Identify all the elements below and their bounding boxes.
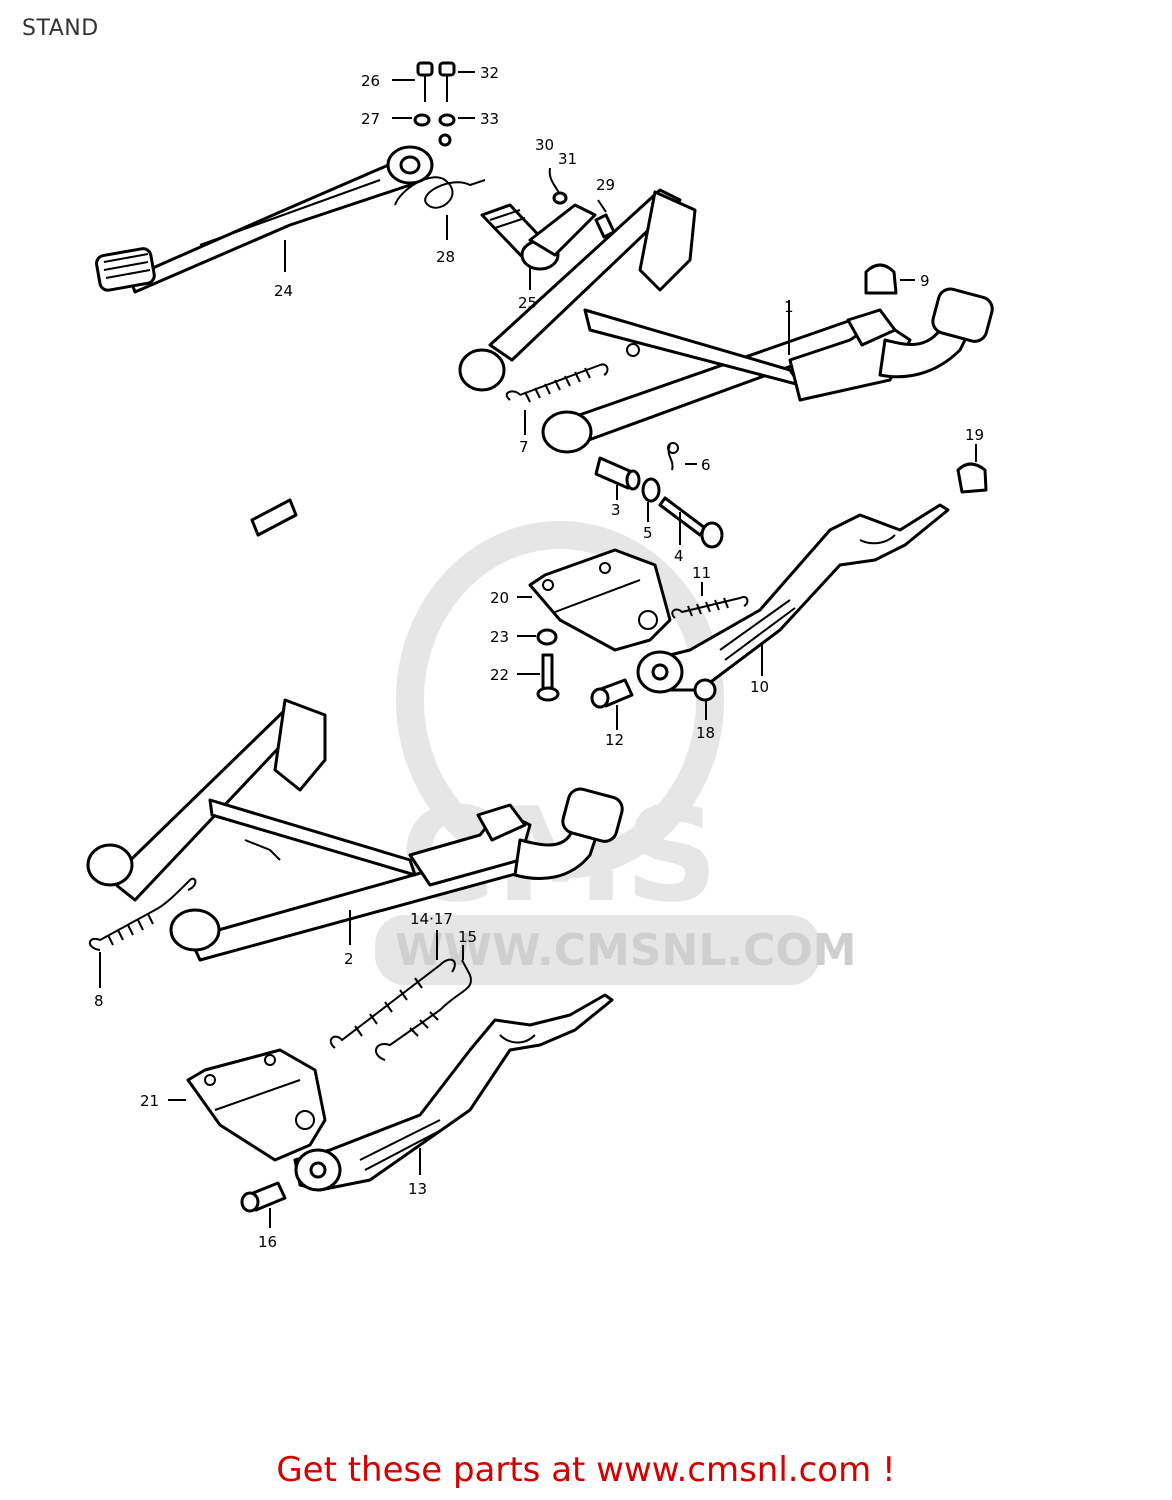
callout-4: 4 xyxy=(674,547,684,565)
callout-3: 3 xyxy=(611,501,621,519)
stand-spring-8 xyxy=(88,877,197,951)
callout-1: 1 xyxy=(784,298,794,316)
callout-13: 13 xyxy=(408,1180,427,1198)
side-stand-10 xyxy=(636,503,950,694)
callout-5: 5 xyxy=(643,524,653,542)
callout-labels: 26 32 27 33 30 31 29 28 24 25 9 1 7 6 19… xyxy=(94,64,984,1251)
callout-15: 15 xyxy=(458,928,477,946)
parts-diagram: CMS WWW.CMSNL.COM xyxy=(86,61,994,1251)
callout-21: 21 xyxy=(140,1092,159,1110)
cap-9 xyxy=(864,263,898,295)
fasteners-22-23-12-18 xyxy=(536,628,717,709)
springs-14-17-15 xyxy=(329,958,472,1061)
leader-lines xyxy=(99,71,977,1228)
watermark-url: WWW.CMSNL.COM xyxy=(395,925,857,976)
callout-14-17: 14·17 xyxy=(410,910,453,928)
callout-2: 2 xyxy=(344,950,354,968)
callout-11: 11 xyxy=(692,564,711,582)
callout-23: 23 xyxy=(490,628,509,646)
pivot-shaft-25 xyxy=(480,167,616,271)
main-stand-1 xyxy=(458,188,994,454)
callout-12: 12 xyxy=(605,731,624,749)
callout-33: 33 xyxy=(480,110,499,128)
callout-31: 31 xyxy=(558,150,577,168)
footer-cta-link[interactable]: Get these parts at www.cmsnl.com ! xyxy=(276,1450,896,1490)
callout-22: 22 xyxy=(490,666,509,684)
main-stand-2 xyxy=(86,698,624,962)
front-arrow-icon xyxy=(250,498,298,537)
bolts-26-32 xyxy=(413,61,456,147)
watermark: CMS WWW.CMSNL.COM xyxy=(375,521,857,985)
callout-9: 9 xyxy=(920,272,930,290)
brake-pedal-24 xyxy=(95,145,434,294)
watermark-url-band xyxy=(375,915,820,985)
callout-28: 28 xyxy=(436,248,455,266)
bracket-21 xyxy=(186,1048,327,1162)
bolt-16 xyxy=(240,1181,287,1213)
callout-29: 29 xyxy=(596,176,615,194)
side-stand-13 xyxy=(293,993,614,1192)
callout-32: 32 xyxy=(480,64,499,82)
callout-6: 6 xyxy=(701,456,711,474)
page-title: STAND xyxy=(22,16,99,41)
callout-8: 8 xyxy=(94,992,104,1010)
callout-18: 18 xyxy=(696,724,715,742)
callout-10: 10 xyxy=(750,678,769,696)
callout-20: 20 xyxy=(490,589,509,607)
stand-spring-7 xyxy=(505,363,609,403)
spring-11 xyxy=(671,596,749,619)
shaft-3-hardware xyxy=(594,442,724,549)
callout-19: 19 xyxy=(965,426,984,444)
callout-27: 27 xyxy=(361,110,380,128)
callout-25: 25 xyxy=(518,294,537,312)
callout-24: 24 xyxy=(274,282,293,300)
cap-19 xyxy=(956,462,988,494)
callout-16: 16 xyxy=(258,1233,277,1251)
callout-30: 30 xyxy=(535,136,554,154)
bracket-20 xyxy=(528,548,672,652)
return-spring-28 xyxy=(394,176,486,209)
callout-7: 7 xyxy=(519,438,529,456)
callout-26: 26 xyxy=(361,72,380,90)
